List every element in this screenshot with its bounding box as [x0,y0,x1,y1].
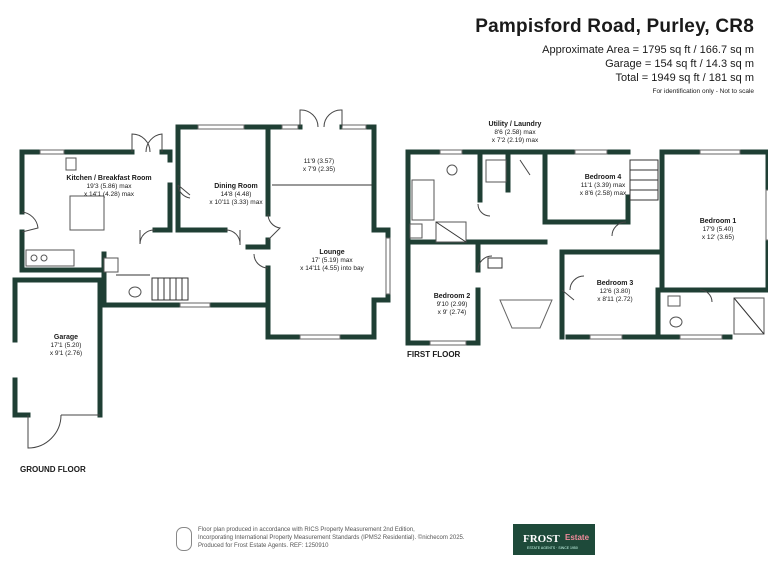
room-name: Garage [53,334,79,341]
garage-area-text: Garage = 154 sq ft / 14.3 sq m [605,58,754,70]
room-dimension: 19'3 (5.86) max [86,183,132,190]
bedroom-1-label: Bedroom 1 17'9 (5.40) x 12' (3.65) [700,218,737,241]
bedroom-2-label: Bedroom 2 9'10 (2.99) x 9' (2.74) [434,293,471,316]
room-name: Utility / Laundry [488,121,542,128]
frost-logo: FROST Estate ESTATE AGENTS · SINCE 1950 [513,524,595,555]
lounge-label: Lounge 17' (5.19) max x 14'11 (4.55) int… [300,249,364,272]
room-dimension: x 14'1 (4.28) max [83,190,134,198]
bedroom-4-label: Bedroom 4 11'1 (3.39) max x 8'6 (2.58) m… [580,174,626,197]
room-name: Bedroom 1 [699,218,737,225]
room-dimension: 17'1 (5.20) [50,342,82,349]
room-name: Bedroom 4 [584,174,622,181]
first-floor-label: FIRST FLOOR [407,350,461,359]
room-dimension: 17' (5.19) max [311,257,353,264]
total-area-text: Total = 1949 sq ft / 181 sq m [615,72,755,84]
first-floor-fixtures [409,159,765,335]
room-name: Bedroom 2 [433,293,471,300]
room-dimension: x 9' (2.74) [437,308,467,316]
logo-main-text: FROST [523,533,560,545]
lounge-upper-label: 11'9 (3.57) x 7'9 (2.35) [303,158,335,173]
room-name: Bedroom 3 [596,280,634,287]
first-floor-doors [477,159,713,303]
ground-floor-doors [21,109,343,449]
room-dimension: x 10'11 (3.33) max [209,198,263,206]
room-dimension: 17'9 (5.40) [702,226,734,233]
room-dimension: x 8'6 (2.58) max [579,189,627,197]
room-name: Kitchen / Breakfast Room [66,175,152,182]
room-dimension: x 8'11 (2.72) [597,295,633,303]
room-dimension: x 7'2 (2.19) max [491,136,539,144]
room-dimension: x 9'1 (2.76) [49,349,83,357]
ground-floor-label: GROUND FLOOR [20,465,86,474]
room-dimension: 8'6 (2.58) max [494,129,536,136]
room-dimension: 14'8 (4.48) [220,191,252,198]
kitchen-label: Kitchen / Breakfast Room 19'3 (5.86) max… [66,175,151,198]
utility-label: Utility / Laundry 8'6 (2.58) max x 7'2 (… [489,121,542,144]
footer-notes: Floor plan produced in accordance with R… [198,526,465,550]
ground-floor-windows [39,124,391,340]
room-dimension: 11'1 (3.39) max [580,182,626,189]
footer-line: Floor plan produced in accordance with R… [198,527,415,533]
page-title: Pampisford Road, Purley, CR8 [475,16,754,37]
room-dimension: 9'10 (2.99) [436,301,468,308]
logo-sub-text: Estate [565,533,590,542]
disclaimer-text: For identification only - Not to scale [652,88,754,95]
footer-line: Produced for Frost Estate Agents. REF: 1… [198,543,329,549]
room-dimension: x 14'11 (4.55) into bay [300,264,364,272]
room-dimension: x 12' (3.65) [701,233,735,241]
footer-line: Incorporating International Property Mea… [198,535,465,541]
room-dimension: x 7'9 (2.35) [302,165,336,173]
ground-floor-fixtures [25,157,372,301]
room-dimension: 11'9 (3.57) [303,158,335,165]
approximate-area-text: Approximate Area = 1795 sq ft / 166.7 sq… [542,44,754,56]
garage-label: Garage 17'1 (5.20) x 9'1 (2.76) [50,334,82,357]
bedroom-3-label: Bedroom 3 12'6 (3.80) x 8'11 (2.72) [597,280,634,303]
room-name: Lounge [319,249,345,256]
first-floor-windows [429,149,768,346]
rics-badge-icon [176,527,192,551]
room-dimension: 12'6 (3.80) [599,288,631,295]
dining-room-label: Dining Room 14'8 (4.48) x 10'11 (3.33) m… [209,183,262,206]
logo-tagline: ESTATE AGENTS · SINCE 1950 [527,546,578,550]
room-name: Dining Room [214,183,258,190]
